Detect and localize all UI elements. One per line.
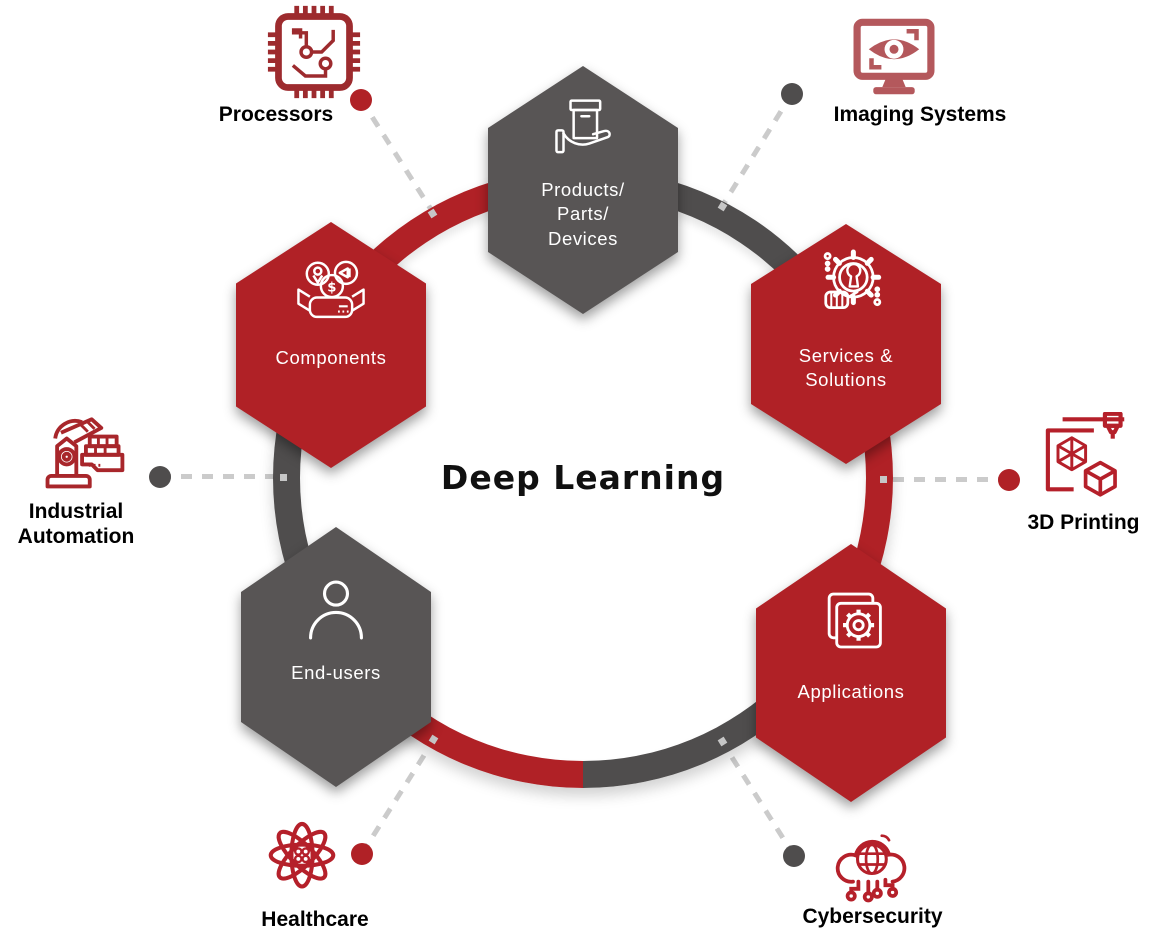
connector-line-industrial-automation bbox=[160, 474, 285, 479]
hexagon-label: End-users bbox=[291, 662, 381, 683]
cloud-network-icon bbox=[835, 834, 907, 903]
hexagon-label: Applications bbox=[797, 681, 905, 702]
connector-dot-industrial-automation bbox=[149, 466, 171, 488]
monitor-eye-icon bbox=[853, 18, 935, 95]
hexagon-end-users: End-users bbox=[241, 527, 431, 787]
hexagon-services-solutions: Services & Solutions bbox=[751, 224, 941, 464]
satellite-label-industrial-automation: Industrial Automation bbox=[17, 500, 135, 548]
hexagon-components: $ Components bbox=[236, 222, 426, 468]
connector-line-imaging-systems bbox=[719, 92, 795, 208]
diagram-title: Deep Learning bbox=[440, 458, 726, 497]
hexagon-label: Services & Solutions bbox=[798, 345, 894, 391]
hexagon-label: Products/ Parts/ Devices bbox=[541, 179, 625, 249]
satellite-label-imaging-systems: Imaging Systems bbox=[833, 103, 1007, 126]
hexagon-label: Components bbox=[275, 347, 387, 368]
cpu-chip-icon bbox=[267, 5, 361, 99]
person-icon bbox=[309, 580, 363, 640]
connector-line-processors bbox=[358, 98, 436, 214]
atom-icon bbox=[268, 821, 336, 889]
satellite-label-cybersecurity: Cybersecurity bbox=[802, 905, 943, 928]
connector-end-square bbox=[880, 476, 887, 483]
window-gear-icon bbox=[827, 592, 882, 649]
hexagon-products-parts-devices: Products/ Parts/ Devices bbox=[488, 66, 678, 314]
satellite-label-processors: Processors bbox=[218, 103, 334, 126]
hand-gear-wrench-icon bbox=[823, 249, 882, 310]
connector-dot-healthcare bbox=[351, 843, 373, 865]
hexagon-applications: Applications bbox=[756, 544, 946, 802]
connector-dot-3d-printing bbox=[998, 469, 1020, 491]
hand-holding-box-icon bbox=[555, 99, 611, 154]
connector-line-3d-printing bbox=[888, 477, 1009, 482]
satellite-label-3d-printing: 3D Printing bbox=[1027, 511, 1140, 534]
connector-dot-processors bbox=[350, 89, 372, 111]
marketing-box-icon: $ bbox=[297, 260, 365, 319]
connector-dot-cybersecurity bbox=[783, 845, 805, 867]
svg-text:$: $ bbox=[327, 280, 336, 295]
connector-end-square bbox=[280, 474, 287, 481]
3d-printer-icon bbox=[1045, 412, 1125, 497]
connector-dot-imaging-systems bbox=[781, 83, 803, 105]
satellite-label-healthcare: Healthcare bbox=[261, 908, 369, 931]
robot-arm-icon bbox=[45, 417, 125, 489]
